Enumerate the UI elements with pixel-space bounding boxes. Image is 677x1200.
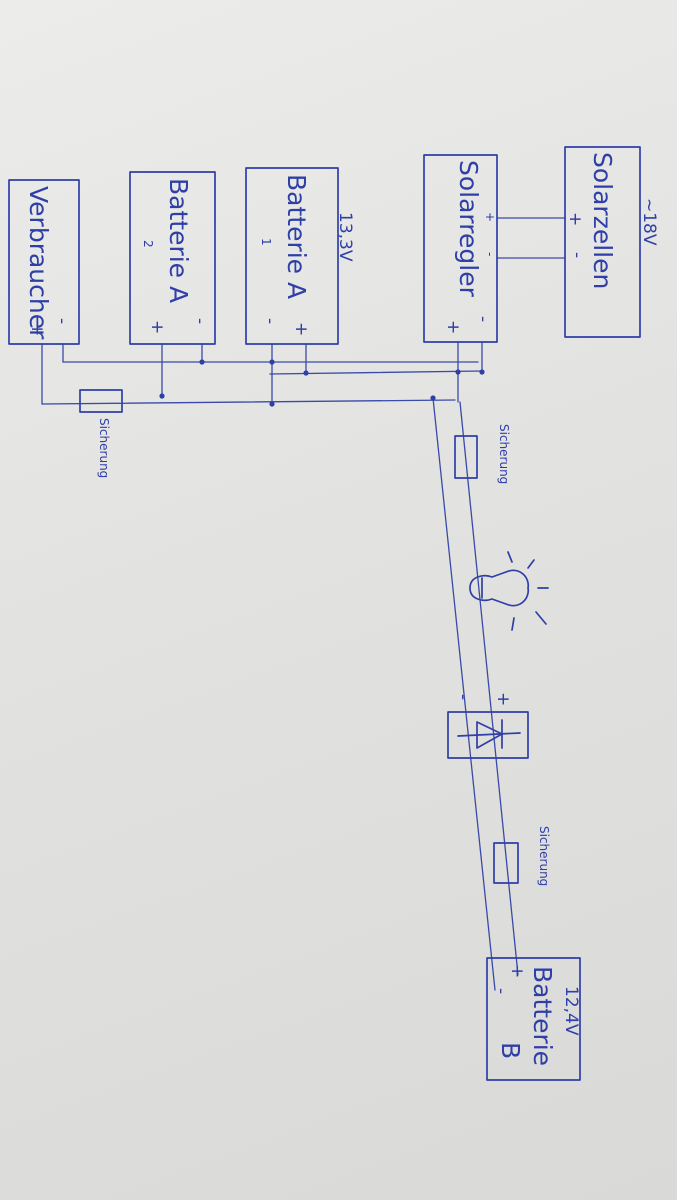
diode-minus-sign: - <box>453 694 473 700</box>
batterie-b-plus-sign: + <box>507 964 527 978</box>
verbraucher-plus-sign: + <box>27 322 47 336</box>
batterie-a1-plus-sign: + <box>291 322 311 336</box>
batterie-a1-minus-sign: - <box>260 318 280 324</box>
solarregler-box: Solarregler + - + - <box>423 154 498 343</box>
fuse-bottom-label: Sicherung <box>537 826 551 886</box>
junction-dots <box>159 359 485 407</box>
fuse-left: Sicherung <box>79 389 123 478</box>
junction-dot <box>269 401 275 407</box>
verbraucher-minus-sign: - <box>52 318 72 324</box>
junction-dot <box>455 369 461 375</box>
vertical-plus-run <box>459 401 519 976</box>
solarregler-input-minus-sign: - <box>483 252 497 256</box>
solarzellen-label: Solarzellen <box>588 152 617 289</box>
solarzellen-minus-sign: - <box>567 252 587 258</box>
junction-dot <box>303 370 309 376</box>
bus-link-wire <box>269 370 483 375</box>
fuse-middle-label: Sicherung <box>497 424 511 484</box>
plus-bus-wire <box>41 399 456 405</box>
solarregler-input-plus-sign: + <box>483 212 497 222</box>
solarzellen-plus-sign: + <box>565 212 585 226</box>
batterie-b-voltage: 12,4V <box>561 986 581 1036</box>
solarzellen-voltage: ~18V <box>639 198 659 246</box>
junction-dot <box>159 393 165 399</box>
solarregler-minus-sign: - <box>473 316 493 322</box>
batterie-b-minus-sign: - <box>491 988 511 994</box>
batterie-a1-voltage: 13,3V <box>335 212 355 262</box>
diode-icon: - + <box>447 692 529 759</box>
batterie-a2-minus-sign: - <box>190 318 210 324</box>
batterie-b-letter: B <box>496 1042 525 1059</box>
junction-dot <box>430 395 436 401</box>
fuse-bottom: Sicherung <box>493 826 551 886</box>
verbraucher-box: Verbraucher - + <box>8 179 80 345</box>
batterie-a2-box: Batterie A 2 + - <box>129 171 216 345</box>
diode-plus-sign: + <box>493 692 513 706</box>
fuse-left-label: Sicherung <box>97 418 111 478</box>
solarregler-plus-sign: + <box>443 320 463 334</box>
batterie-a2-number: 2 <box>141 240 155 248</box>
batterie-a1-number: 1 <box>259 238 273 246</box>
solarzellen-box: Solarzellen ~18V + - <box>564 146 659 338</box>
batterie-a2-label: Batterie A <box>164 178 193 303</box>
batterie-b-label: Batterie <box>528 966 557 1066</box>
batterie-a1-label: Batterie A <box>282 174 311 299</box>
lamp-icon <box>469 551 549 631</box>
junction-dot <box>269 359 275 365</box>
batterie-a1-box: Batterie A 1 13,3V - + <box>245 167 355 345</box>
solarregler-label: Solarregler <box>454 160 483 298</box>
batterie-a2-plus-sign: + <box>147 320 167 334</box>
verbraucher-label: Verbraucher <box>24 186 53 340</box>
batterie-b-box: Batterie B 12,4V + - <box>486 957 581 1081</box>
fuse-middle: Sicherung <box>454 424 511 484</box>
junction-dot <box>199 359 205 365</box>
vertical-minus-run <box>432 397 496 991</box>
junction-dot <box>479 369 485 375</box>
